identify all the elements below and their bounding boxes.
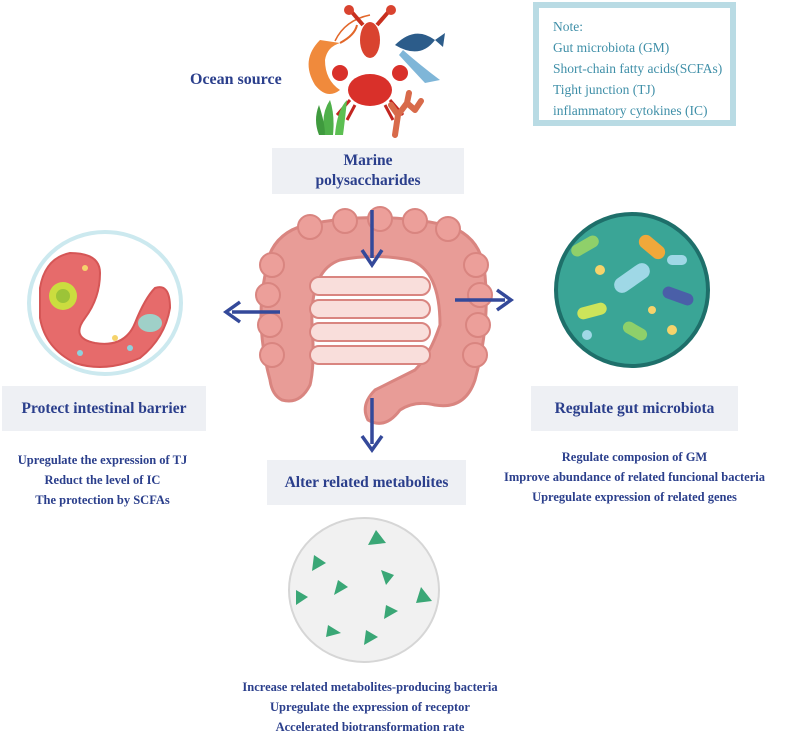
regulate-gut-microbiota-box: Regulate gut microbiota bbox=[531, 386, 738, 431]
note-title: Note: bbox=[553, 19, 583, 34]
metabolite-triangle bbox=[364, 630, 378, 645]
arrowhead-down-top bbox=[360, 249, 384, 269]
metabolite-triangle bbox=[368, 530, 386, 545]
bottom-line: Accelerated biotransformation rate bbox=[275, 720, 465, 734]
left-lines: Upregulate the expression of TJ Reduct t… bbox=[0, 450, 205, 510]
note-line: Gut microbiota (GM) bbox=[553, 40, 670, 55]
right-title: Regulate gut microbiota bbox=[554, 399, 715, 417]
coral-icon bbox=[388, 90, 424, 138]
left-line: Upregulate the expression of TJ bbox=[17, 453, 188, 467]
note-line: inflammatory cytokines (IC) bbox=[553, 103, 708, 118]
right-lines: Regulate composion of GM Improve abundan… bbox=[482, 447, 787, 507]
metabolite-triangle bbox=[384, 605, 398, 619]
arrowhead-left bbox=[222, 300, 242, 324]
intestine-villi-circle bbox=[27, 230, 183, 376]
lobster-icon bbox=[344, 5, 396, 58]
seaweed-icon bbox=[316, 100, 347, 135]
marine-line1: Marine bbox=[343, 152, 393, 169]
right-line: Upregulate expression of related genes bbox=[532, 490, 737, 504]
note-line: Tight junction (TJ) bbox=[553, 82, 656, 97]
bottom-title: Alter related metabolites bbox=[284, 473, 449, 491]
shrimp-icon bbox=[308, 14, 371, 94]
right-line: Improve abundance of related funcional b… bbox=[504, 470, 765, 484]
left-line: Reduct the level of IC bbox=[44, 473, 161, 487]
metabolites-circle bbox=[288, 517, 440, 663]
arrowhead-right bbox=[495, 288, 515, 312]
sea-creatures-illustration bbox=[308, 5, 445, 138]
left-title: Protect intestinal barrier bbox=[21, 399, 187, 417]
right-line: Regulate composion of GM bbox=[561, 450, 708, 464]
metabolite-triangle bbox=[296, 590, 308, 605]
arrowhead-down-bottom bbox=[360, 434, 384, 454]
marine-line2: polysaccharides bbox=[315, 172, 421, 189]
note-line: Short-chain fatty acids(SCFAs) bbox=[553, 61, 723, 76]
colon-illustration bbox=[255, 206, 493, 425]
fish-icon bbox=[395, 33, 445, 83]
metabolite-triangle bbox=[381, 570, 394, 585]
metabolite-triangle bbox=[312, 555, 326, 571]
metabolite-triangle bbox=[334, 580, 348, 595]
left-line: The protection by SCFAs bbox=[35, 493, 170, 507]
protect-intestinal-barrier-box: Protect intestinal barrier bbox=[2, 386, 206, 431]
bottom-line: Increase related metabolites-producing b… bbox=[242, 680, 498, 694]
metabolite-triangle bbox=[416, 587, 432, 603]
bottom-line: Upregulate the expression of receptor bbox=[270, 700, 470, 714]
marine-polysaccharides-box: Marine polysaccharides bbox=[272, 148, 464, 194]
metabolite-triangle bbox=[326, 625, 341, 637]
ocean-source-label: Ocean source bbox=[190, 71, 282, 88]
note-box: Note: Gut microbiota (GM) Short-chain fa… bbox=[533, 2, 736, 126]
bacteria-circle bbox=[554, 212, 710, 368]
alter-related-metabolites-box: Alter related metabolites bbox=[267, 460, 466, 505]
bottom-lines: Increase related metabolites-producing b… bbox=[180, 677, 560, 737]
